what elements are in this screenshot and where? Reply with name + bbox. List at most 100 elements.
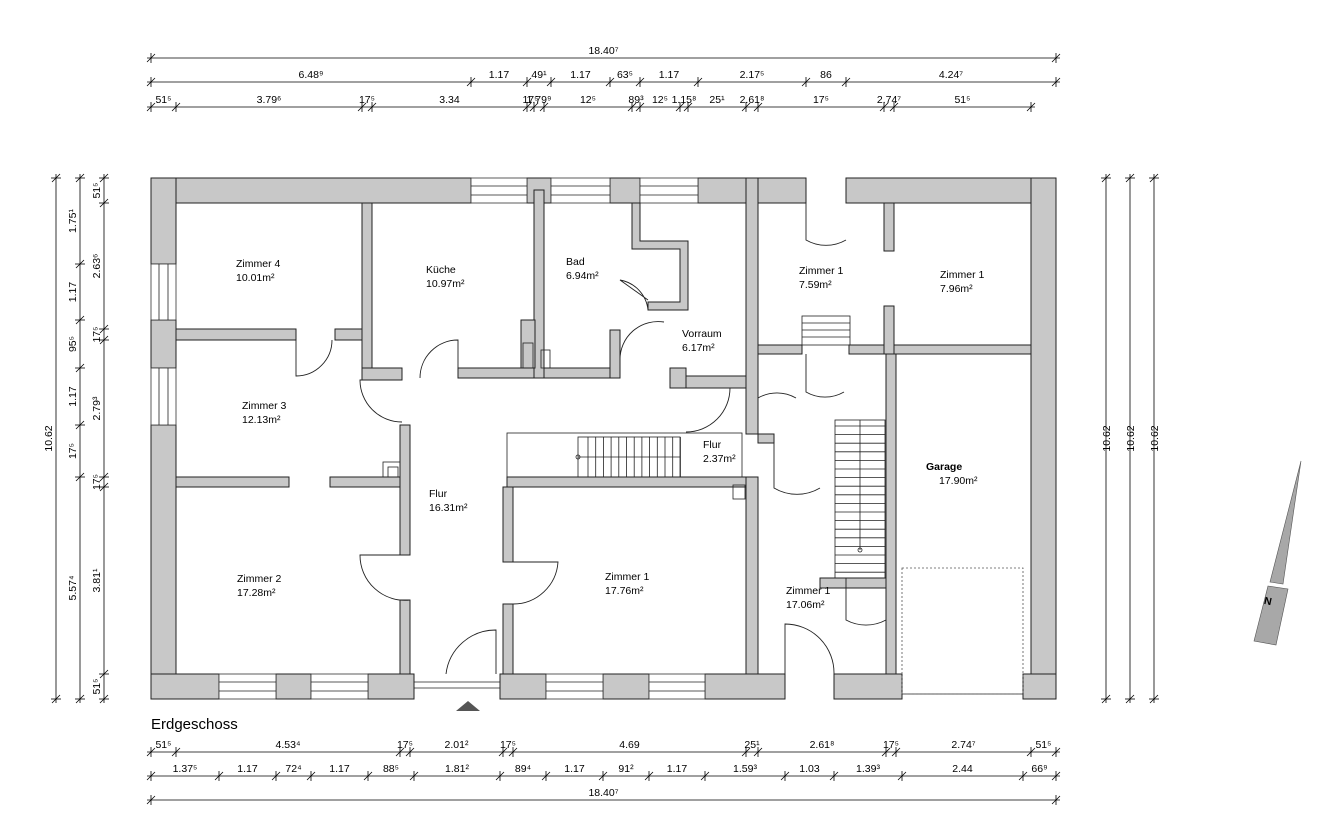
dim-label: 49¹ xyxy=(531,69,547,81)
dim-label: 63⁵ xyxy=(617,69,633,81)
dim-label: 17⁵ xyxy=(813,94,829,106)
interior-walls xyxy=(175,177,1032,675)
dim-tick xyxy=(99,335,109,345)
dim-label: 1.79⁹ xyxy=(527,94,552,106)
dim-tick xyxy=(75,173,85,183)
dim-label: 17⁵ xyxy=(91,474,103,490)
room-area: 17.90m² xyxy=(939,475,978,487)
dim-label: 17⁵ xyxy=(500,739,516,751)
dim-label: 10.62 xyxy=(1125,425,1137,451)
dim-label: 1.15⁸ xyxy=(672,94,697,106)
dim-tick xyxy=(1125,694,1135,704)
dim-label: 17⁵ xyxy=(397,739,413,751)
dim-label: 17⁵ xyxy=(359,94,375,106)
dim-label: 18.40⁷ xyxy=(588,787,618,799)
dim-tick xyxy=(635,102,645,112)
dim-label: 10.62 xyxy=(1149,425,1161,451)
dim-label: 51⁵ xyxy=(954,94,970,106)
room-area: 17.06m² xyxy=(786,599,825,611)
room-area: 10.97m² xyxy=(426,278,465,290)
dim-label: 51⁵ xyxy=(155,739,171,751)
room-name: Vorraum xyxy=(682,328,722,340)
dim-label: 2.74⁷ xyxy=(877,94,901,106)
dim-chain-vertical: 10.62 xyxy=(1101,173,1113,704)
dim-label: 51⁵ xyxy=(91,182,103,198)
dim-label: 2.63⁶ xyxy=(91,254,103,279)
dim-tick xyxy=(405,747,415,757)
dim-label: 2.61⁸ xyxy=(810,739,835,751)
dim-tick xyxy=(75,472,85,482)
dim-label: 2.61⁸ xyxy=(740,94,765,106)
dim-tick xyxy=(529,102,539,112)
entry-arrow-icon xyxy=(456,701,480,711)
dim-tick xyxy=(146,53,156,63)
dim-tick xyxy=(1125,173,1135,183)
room-area: 2.37m² xyxy=(703,453,736,465)
room-area: 7.96m² xyxy=(940,283,973,295)
dim-tick xyxy=(75,259,85,269)
dim-tick xyxy=(271,771,281,781)
dim-label: 5.57⁴ xyxy=(67,576,79,601)
dim-label: 1.59³ xyxy=(733,763,757,775)
dim-tick xyxy=(700,771,710,781)
dim-label: 1.37⁵ xyxy=(173,763,198,775)
dim-tick xyxy=(508,747,518,757)
room-name: Zimmer 1 xyxy=(940,269,984,281)
dim-label: 1.75¹ xyxy=(67,209,79,233)
dim-label: 2.17⁵ xyxy=(740,69,765,81)
room-name: Flur xyxy=(703,439,722,451)
doors xyxy=(295,203,887,675)
dim-label: 4.53⁴ xyxy=(276,739,301,751)
dim-tick xyxy=(75,315,85,325)
dim-label: 4.69 xyxy=(619,739,640,751)
dim-tick xyxy=(75,420,85,430)
dim-tick xyxy=(741,747,751,757)
dim-tick xyxy=(409,771,419,781)
dim-label: 1.17 xyxy=(570,69,591,81)
dim-tick xyxy=(675,102,685,112)
dim-label: 2.01² xyxy=(445,739,469,751)
room-name: Zimmer 4 xyxy=(236,258,280,270)
stairs-main xyxy=(575,436,681,478)
room-area: 10.01m² xyxy=(236,272,275,284)
room-area: 16.31m² xyxy=(429,502,468,514)
dim-label: 91² xyxy=(618,763,634,775)
dim-tick xyxy=(605,77,615,87)
dim-label: 3.81¹ xyxy=(91,568,103,592)
dim-label: 12⁵ xyxy=(580,94,596,106)
dim-label: 18.40⁷ xyxy=(588,45,618,57)
dim-label: 6.48⁹ xyxy=(299,69,324,81)
dim-tick xyxy=(1051,53,1061,63)
dim-tick xyxy=(693,77,703,87)
room-area: 12.13m² xyxy=(242,414,281,426)
dim-tick xyxy=(1018,771,1028,781)
dim-label: 72⁴ xyxy=(285,763,301,775)
dim-label: 1.17 xyxy=(67,386,79,407)
dim-tick xyxy=(683,102,693,112)
dim-label: 2.79³ xyxy=(91,396,103,420)
dim-label: 1.39³ xyxy=(856,763,880,775)
dim-tick xyxy=(498,747,508,757)
dim-tick xyxy=(306,771,316,781)
dim-tick xyxy=(75,363,85,373)
dim-tick xyxy=(1026,102,1036,112)
dim-label: 10.62 xyxy=(1101,425,1113,451)
room-name: Zimmer 3 xyxy=(242,400,286,412)
room-name: Zimmer 2 xyxy=(237,573,281,585)
room-labels: Zimmer 4 10.01m² Küche 10.97m² Bad 6.94m… xyxy=(236,256,984,611)
dim-label: 95⁵ xyxy=(67,336,79,352)
dim-tick xyxy=(1051,747,1061,757)
dim-tick xyxy=(99,198,109,208)
dim-tick xyxy=(1026,747,1036,757)
dim-tick xyxy=(753,747,763,757)
dim-label: 1.03 xyxy=(799,763,820,775)
dim-tick xyxy=(146,771,156,781)
dim-tick xyxy=(841,77,851,87)
garage-door-outline xyxy=(901,567,1024,695)
room-name: Bad xyxy=(566,256,585,268)
room-area: 6.17m² xyxy=(682,342,715,354)
